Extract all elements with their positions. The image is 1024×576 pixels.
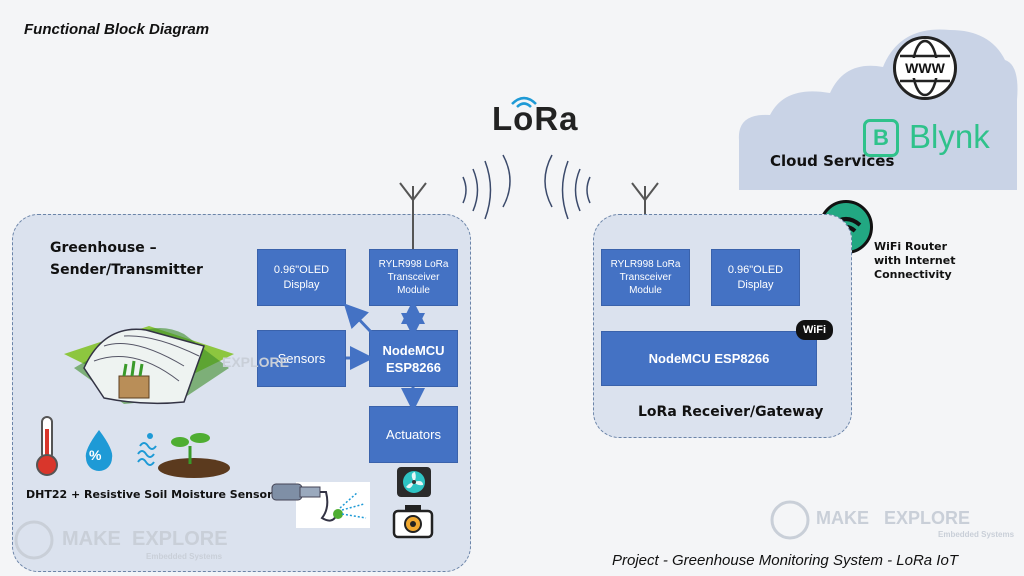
fan-icon — [397, 467, 431, 497]
receiver-mcu-block: NodeMCU ESP8266 — [601, 331, 817, 386]
receiver-oled-line1: 0.96"OLED — [727, 263, 784, 276]
sender-lora-line2: Transceiver — [387, 272, 440, 283]
watermark-left-explore: EXPLORE — [132, 528, 228, 550]
humidity-symbol: % — [89, 447, 102, 463]
router-label-line3: Connectivity — [874, 268, 952, 281]
sender-lora-line3: Module — [397, 285, 430, 296]
watermark-left-sub: Embedded Systems — [146, 552, 223, 561]
sender-oled-display-block: 0.96"OLED Display — [257, 249, 346, 306]
receiver-title: LoRa Receiver/Gateway — [638, 404, 824, 420]
sender-mcu-line2: ESP8266 — [386, 359, 441, 375]
sender-title: Greenhouse – Sender/Transmitter — [50, 237, 203, 281]
greenhouse-icon — [64, 326, 234, 405]
watermark-right-sub: Embedded Systems — [938, 530, 1015, 539]
motor-engine-icon — [391, 503, 435, 541]
receiver-oled-line2: Display — [737, 278, 774, 291]
blynk-logo-icon: B — [863, 119, 899, 157]
soil-moisture-icon — [137, 433, 230, 478]
receiver-lora-line3: Module — [629, 285, 662, 296]
watermark-mid: EXPLORE — [222, 354, 289, 370]
sender-title-line2: Sender/Transmitter — [50, 262, 203, 278]
receiver-oled-display-block: 0.96"OLED Display — [711, 249, 800, 306]
sender-title-line1: Greenhouse – — [50, 240, 157, 256]
www-globe-icon: WWW — [893, 36, 957, 100]
humidity-drop-icon — [85, 430, 113, 471]
www-label: WWW — [898, 58, 952, 78]
watermark-right-explore: EXPLORE — [884, 508, 971, 528]
radio-waves — [462, 154, 591, 220]
watermark-left-make: MAKE — [62, 528, 121, 550]
water-pump-sprinkler-icon — [271, 482, 370, 528]
sender-mcu-line1: NodeMCU — [382, 342, 445, 358]
sender-oled-line2: Display — [283, 278, 320, 291]
watermark-mid-text: EXPLORE — [222, 354, 289, 370]
router-label-line2: with Internet — [874, 254, 956, 267]
sensors-caption: DHT22 + Resistive Soil Moisture Sensor — [26, 488, 273, 501]
receiver-lora-line1: RYLR998 LoRa — [610, 259, 681, 270]
router-label: WiFi Router with Internet Connectivity — [874, 240, 955, 282]
cloud-services-label: Cloud Services — [770, 152, 895, 170]
project-footer: Project - Greenhouse Monitoring System -… — [612, 552, 958, 569]
wifi-badge-icon: WiFi — [796, 320, 833, 340]
lora-logo-wave-icon — [511, 96, 537, 108]
lora-logo: LoRa — [492, 100, 579, 137]
actuators-block: Actuators — [369, 406, 458, 463]
thermometer-icon — [36, 416, 58, 476]
watermark-right-make: MAKE — [816, 508, 869, 528]
blynk-label: Blynk — [909, 118, 990, 155]
sender-oled-line1: 0.96"OLED — [273, 263, 330, 276]
sender-lora-line1: RYLR998 LoRa — [378, 259, 449, 270]
diagram-title: Functional Block Diagram — [24, 21, 210, 38]
receiver-lora-line2: Transceiver — [619, 272, 672, 283]
sensors-block: Sensors — [257, 330, 346, 387]
router-label-line1: WiFi Router — [874, 240, 948, 253]
